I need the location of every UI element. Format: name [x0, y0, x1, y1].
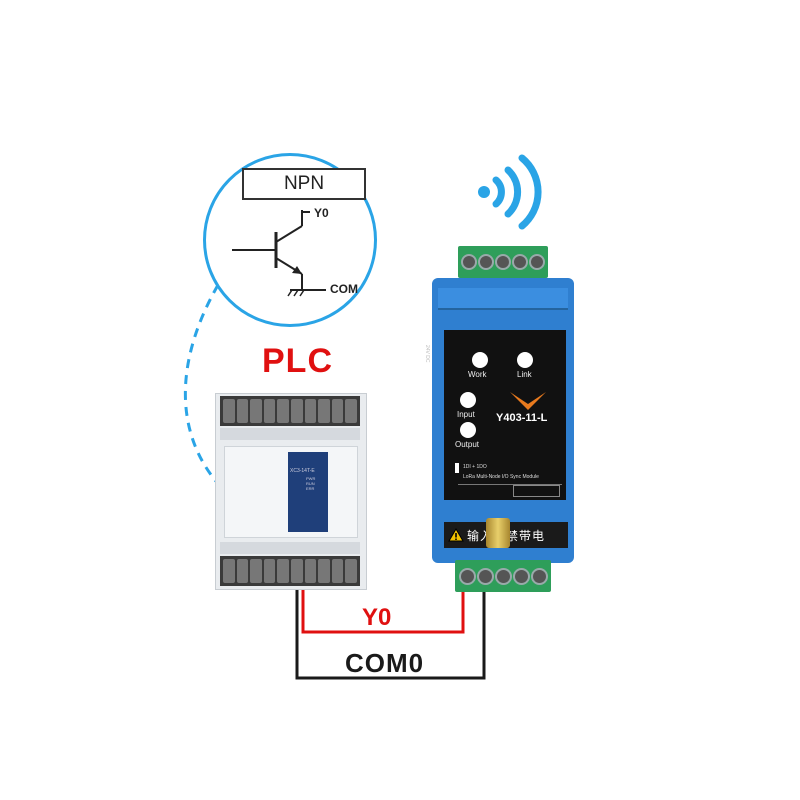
emitter-label: COM — [330, 282, 358, 296]
led-work — [472, 352, 488, 368]
spec-marker — [455, 463, 459, 473]
module-top-rail — [438, 288, 568, 310]
y0-wire-label: Y0 — [362, 604, 392, 631]
led-output-label: Output — [455, 440, 480, 449]
led-input-label: Input — [457, 410, 475, 419]
warning-triangle-icon — [448, 528, 464, 542]
com0-wire — [295, 585, 486, 680]
collector-label: Y0 — [314, 206, 329, 220]
plc-top-label-strip — [220, 428, 360, 440]
module-bottom-terminal-block — [455, 560, 551, 592]
antenna-icon — [486, 518, 510, 548]
plc-top-terminal-block — [220, 396, 360, 426]
y0-wire — [301, 585, 465, 634]
module-spec-line: 1DI + 1DO — [463, 464, 487, 470]
plc-title: PLC — [262, 342, 333, 380]
module-description: LoRa Multi-Node I/O Sync Module — [463, 474, 539, 480]
plc-status-pwr: PWR — [306, 476, 316, 481]
module-power-label: 24V DC — [424, 345, 430, 363]
led-link-label: Link — [517, 370, 532, 379]
led-link — [517, 352, 533, 368]
wifi-icon — [478, 154, 542, 230]
com0-wire-label: COM0 — [345, 648, 425, 678]
plc-status-run: RUN — [306, 481, 315, 486]
brand-logo-icon — [510, 392, 546, 410]
plc-status-err: ERR — [306, 486, 315, 491]
led-work-label: Work — [468, 370, 487, 379]
led-input — [460, 392, 476, 408]
npn-label-box: NPN — [242, 168, 366, 200]
plc-bottom-terminal-block — [220, 556, 360, 586]
npn-label: NPN — [283, 173, 325, 194]
npn-transistor-symbol — [232, 210, 326, 297]
plc-model-label: XC3-14T-E — [290, 468, 315, 474]
module-model: Y403-11-L — [496, 412, 548, 424]
plc-status-panel: XC3-14T-E PWR RUN ERR — [288, 452, 328, 532]
module-front-panel — [444, 330, 566, 500]
plc-bottom-label-strip — [220, 542, 360, 554]
module-io-schematic — [458, 484, 562, 497]
led-output — [460, 422, 476, 438]
module-top-terminal-block — [458, 246, 548, 278]
